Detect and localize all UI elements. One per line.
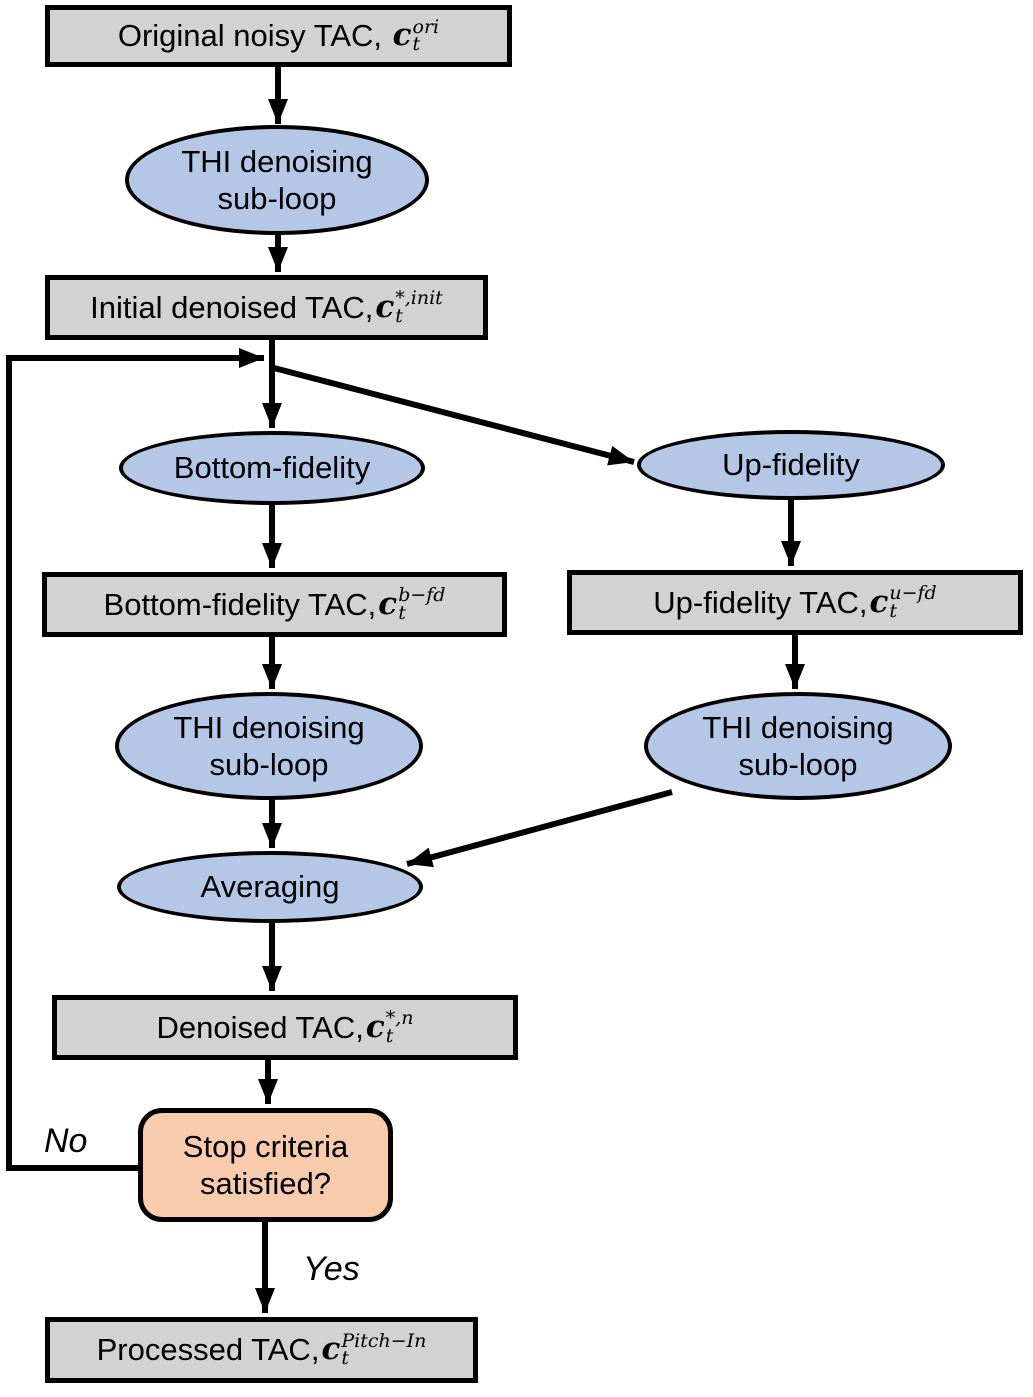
math-symbol: c [392,17,412,54]
node-thi-denoising-subloop-2: THI denoising sub-loop [115,692,423,800]
edge-label-no: No [44,1122,88,1160]
math-superscript: ori [412,15,440,38]
math-subscript: t [395,304,403,327]
node-label-line2: sub-loop [209,747,329,782]
node-label: Initial denoised TAC, [90,289,374,325]
math-superscript: Pitch−In [341,1329,427,1352]
math-superscript: *,n [385,1007,414,1030]
node-thi-denoising-subloop-1: THI denoising sub-loop [125,125,429,235]
edge-label-yes: Yes [303,1250,360,1288]
node-bottom-fidelity: Bottom-fidelity [119,431,425,505]
node-up-fidelity: Up-fidelity [637,430,945,500]
node-label: Processed TAC, [96,1332,320,1368]
node-label: Bottom-fidelity [173,450,371,486]
node-label-line2: sub-loop [217,181,337,216]
node-label-line1: Stop criteria [182,1128,349,1164]
node-label-line2: satisfied? [200,1166,331,1201]
node-stop-criteria: Stop criteria satisfied? [138,1108,393,1222]
math-subscript: t [889,599,897,622]
math-subscript: t [398,601,406,624]
feedback-no-line [6,347,264,1171]
node-label: Denoised TAC, [156,1009,364,1045]
arrow-junction-to-up-fidelity [273,365,635,466]
node-label: Up-fidelity TAC, [653,584,868,620]
math-symbol: c [321,1331,341,1368]
node-label-line1: THI denoising [173,709,365,745]
node-label: Original noisy TAC, [117,18,391,54]
math-subscript: t [341,1347,349,1369]
math-superscript: *,init [395,287,443,310]
math-subscript: t [385,1024,394,1047]
node-label: Averaging [200,869,340,905]
node-label: Up-fidelity [722,447,860,483]
node-label: Bottom-fidelity TAC, [103,586,377,622]
math-symbol: c [375,288,395,325]
math-superscript: u−fd [889,582,937,605]
node-label-line1: THI denoising [702,709,894,745]
arrow-thi3-to-averaging [406,789,673,868]
node-thi-denoising-subloop-3: THI denoising sub-loop [644,692,952,800]
math-symbol: c [378,585,398,622]
node-averaging: Averaging [117,851,423,923]
node-label-line2: sub-loop [738,747,858,782]
node-label-line1: THI denoising [181,143,373,179]
math-symbol: c [365,1008,385,1045]
math-subscript: t [412,33,421,55]
math-symbol: c [869,583,889,620]
math-superscript: b−fd [398,584,446,607]
